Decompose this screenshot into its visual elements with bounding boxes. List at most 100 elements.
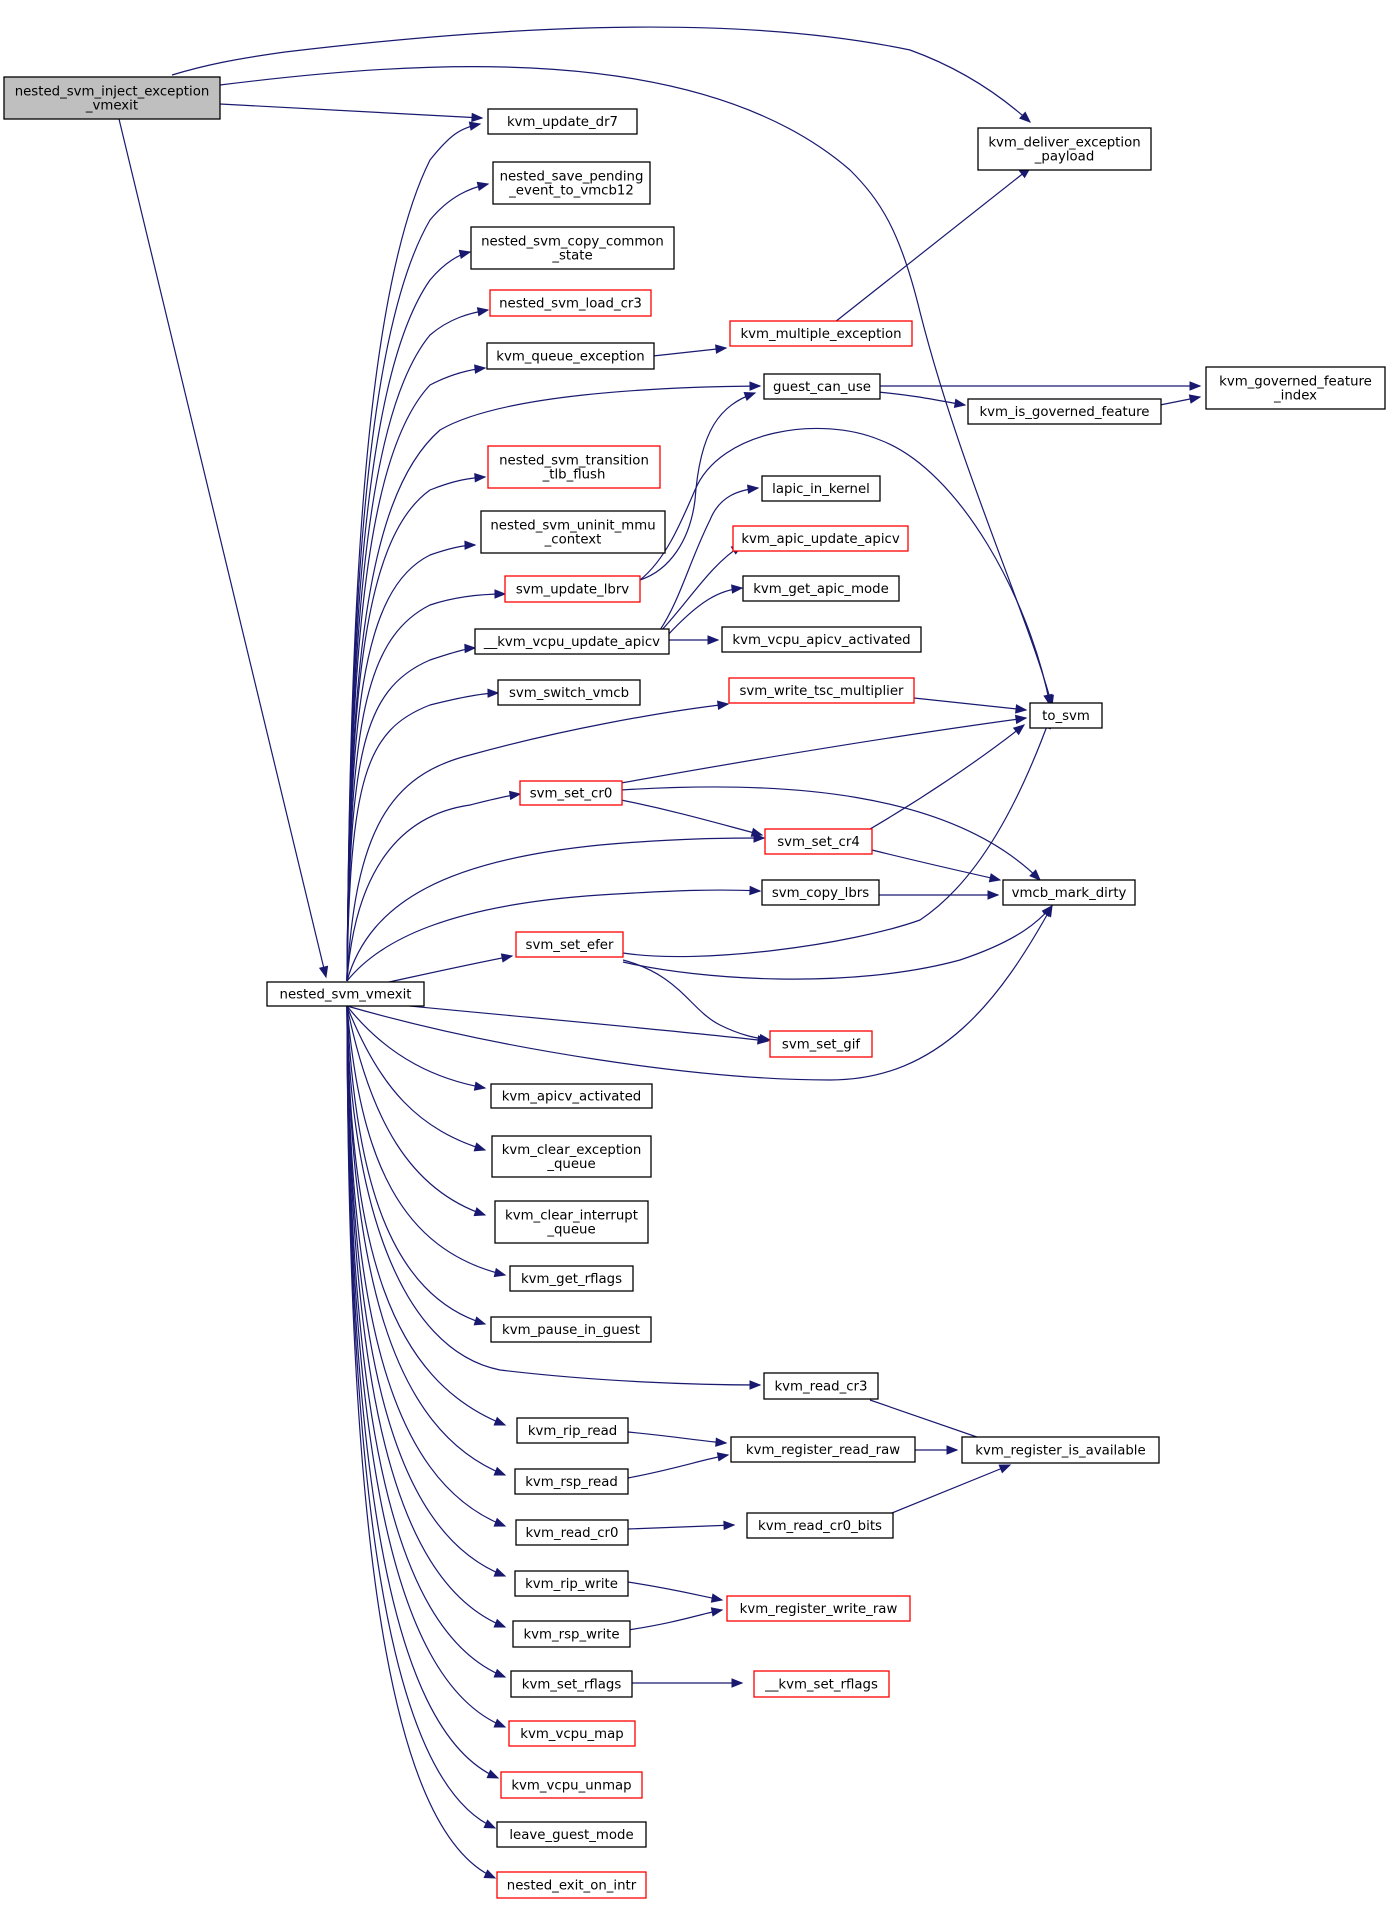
node-leave-guest-mode[interactable]: leave_guest_mode — [496, 1821, 647, 1848]
arrowhead — [715, 1437, 728, 1447]
node-kvm-vcpu-map[interactable]: kvm_vcpu_map — [508, 1720, 636, 1747]
node-kvm-clear-exception-queue[interactable]: kvm_clear_exception_queue — [491, 1135, 652, 1178]
edge-vmexit-update-lbrv — [346, 593, 506, 982]
node-svm-set-gif[interactable]: svm_set_gif — [769, 1030, 873, 1058]
edge-cr0-mark-dirty — [620, 786, 1041, 881]
node-kvm-is-governed-feature[interactable]: kvm_is_governed_feature — [967, 398, 1162, 425]
edge-cr0-bits-avail — [886, 1464, 1011, 1516]
arrowhead — [747, 484, 760, 494]
node-kvm-clear-interrupt-queue[interactable]: kvm_clear_interrupt_queue — [494, 1200, 649, 1244]
node-label: __kvm_vcpu_update_apicv — [483, 635, 660, 650]
node-box — [496, 1871, 647, 1899]
edge-vmexit-write-tsc — [346, 703, 729, 982]
node-kvm-get-apic-mode[interactable]: kvm_get_apic_mode — [742, 575, 900, 602]
node-kvm-apic-update-apicv[interactable]: kvm_apic_update_apicv — [732, 525, 909, 552]
node-svm-set-efer[interactable]: svm_set_efer — [515, 931, 624, 958]
node-label: nested_svm_inject_exception — [15, 85, 210, 100]
node-kvm-set-rflags[interactable]: kvm_set_rflags — [510, 1670, 633, 1698]
node-kvm-apicv-activated[interactable]: kvm_apicv_activated — [490, 1083, 653, 1109]
node-kvm-rsp-read[interactable]: kvm_rsp_read — [514, 1468, 629, 1495]
node-label: kvm_deliver_exception — [988, 136, 1140, 151]
arrowhead — [473, 1207, 487, 1217]
node-svm-copy-lbrs[interactable]: svm_copy_lbrs — [761, 879, 880, 906]
node-nested-svm-transition-tlb-flush[interactable]: nested_svm_transition_tlb_flush — [487, 445, 661, 489]
node-box — [474, 628, 670, 655]
node-kvm-register-read-raw[interactable]: kvm_register_read_raw — [730, 1436, 916, 1463]
node-kvm-update-dr7[interactable]: kvm_update_dr7 — [487, 108, 638, 135]
node-kvm-vcpu-unmap[interactable]: kvm_vcpu_unmap — [500, 1771, 643, 1799]
node-nested-exit-on-intr[interactable]: nested_exit_on_intr — [496, 1871, 647, 1899]
edge-vmexit-leave-guest — [346, 1005, 496, 1829]
node-nested-svm-vmexit[interactable]: nested_svm_vmexit — [266, 981, 425, 1007]
edge-vmexit-rsp-write — [346, 1005, 506, 1628]
node-label: kvm_apicv_activated — [502, 1090, 642, 1105]
node-label: _vmexit — [85, 99, 138, 114]
node-nested-svm-uninit-mmu-context[interactable]: nested_svm_uninit_mmu_context — [480, 510, 666, 554]
edge-rsp-write-raw — [627, 1609, 723, 1631]
node-svm-switch-vmcb[interactable]: svm_switch_vmcb — [497, 679, 641, 706]
arrowhead — [476, 181, 490, 191]
node-label: _payload — [1034, 150, 1095, 165]
edge-multiple-deliver — [834, 167, 1031, 323]
node-svm-set-cr4[interactable]: svm_set_cr4 — [764, 828, 873, 855]
node-label: kvm_pause_in_guest — [502, 1323, 640, 1338]
node-label: _context — [544, 533, 602, 548]
node-kvm-multiple-exception[interactable]: kvm_multiple_exception — [729, 320, 913, 347]
node-kvm-get-rflags[interactable]: kvm_get_rflags — [509, 1265, 634, 1292]
node-kvm-governed-feature-index[interactable]: kvm_governed_feature_index — [1205, 366, 1386, 410]
edge-root-to-svm — [219, 66, 1053, 707]
node-nested-svm-inject-exception-vmexit[interactable]: nested_svm_inject_exception_vmexit — [3, 76, 221, 120]
node-nested-svm-load-cr3[interactable]: nested_svm_load_cr3 — [489, 289, 652, 317]
node-kvm-pause-in-guest[interactable]: kvm_pause_in_guest — [490, 1316, 652, 1343]
edge-efer-to-svm — [622, 717, 1051, 958]
node-kvm-register-write-raw[interactable]: kvm_register_write_raw — [726, 1595, 911, 1622]
node-label: _queue — [546, 1157, 595, 1172]
node-to-svm[interactable]: to_svm — [1029, 702, 1103, 729]
node-label: nested_svm_copy_common — [481, 235, 664, 250]
node-label: _index — [1273, 389, 1317, 404]
node-kvm-register-is-available[interactable]: kvm_register_is_available — [961, 1436, 1160, 1464]
node-kvm-read-cr3[interactable]: kvm_read_cr3 — [763, 1372, 879, 1400]
node-nested-save-pending-event[interactable]: nested_save_pending_event_to_vmcb12 — [492, 161, 651, 205]
node-box — [512, 1620, 631, 1648]
node-svm-set-cr0[interactable]: svm_set_cr0 — [519, 780, 623, 806]
node-label: svm_update_lbrv — [516, 583, 629, 598]
node-guest-can-use[interactable]: guest_can_use — [763, 373, 881, 400]
node-kvm-read-cr0[interactable]: kvm_read_cr0 — [515, 1519, 629, 1546]
arrowhead — [486, 1769, 500, 1779]
node-kvm-deliver-exception-payload[interactable]: kvm_deliver_exception_payload — [977, 127, 1152, 171]
edge-efer-set-gif — [622, 959, 771, 1041]
edge-cr0-set-cr4 — [620, 799, 763, 836]
node-kvm-set-rflags-inner[interactable]: __kvm_set_rflags — [753, 1670, 890, 1698]
arrowhead — [493, 1466, 507, 1476]
edge-root-update-dr7 — [219, 103, 483, 119]
node-box — [490, 1083, 653, 1109]
node-nested-svm-copy-common-state[interactable]: nested_svm_copy_common_state — [470, 226, 675, 270]
node-kvm-rip-write[interactable]: kvm_rip_write — [514, 1570, 629, 1597]
node-vmcb-mark-dirty[interactable]: vmcb_mark_dirty — [1002, 879, 1136, 906]
node-kvm-rip-read[interactable]: kvm_rip_read — [516, 1417, 629, 1444]
arrowhead — [749, 1380, 762, 1390]
arrowhead — [473, 1142, 487, 1152]
arrowhead — [493, 1718, 507, 1728]
edge-vmexit-vcpu-unmap — [346, 1005, 499, 1779]
arrowhead — [716, 1452, 730, 1462]
node-label: kvm_multiple_exception — [740, 327, 901, 342]
node-box — [977, 127, 1152, 171]
node-kvm-vcpu-apicv-activated[interactable]: kvm_vcpu_apicv_activated — [721, 626, 922, 653]
node-svm-update-lbrv[interactable]: svm_update_lbrv — [504, 575, 641, 603]
node-box — [492, 161, 651, 205]
node-kvm-read-cr0-bits[interactable]: kvm_read_cr0_bits — [746, 1512, 894, 1539]
node-box — [742, 575, 900, 602]
node-kvm-vcpu-update-apicv[interactable]: __kvm_vcpu_update_apicv — [474, 628, 670, 655]
node-lapic-in-kernel[interactable]: lapic_in_kernel — [761, 475, 881, 502]
node-kvm-queue-exception[interactable]: kvm_queue_exception — [486, 342, 655, 370]
edge-vmexit-clear-int — [346, 1005, 486, 1216]
node-label: svm_copy_lbrs — [772, 886, 869, 901]
arrowhead — [473, 1316, 487, 1326]
arrowhead — [749, 885, 762, 896]
node-box — [470, 226, 675, 270]
node-kvm-rsp-write[interactable]: kvm_rsp_write — [512, 1620, 631, 1648]
node-svm-write-tsc-multiplier[interactable]: svm_write_tsc_multiplier — [728, 677, 915, 704]
